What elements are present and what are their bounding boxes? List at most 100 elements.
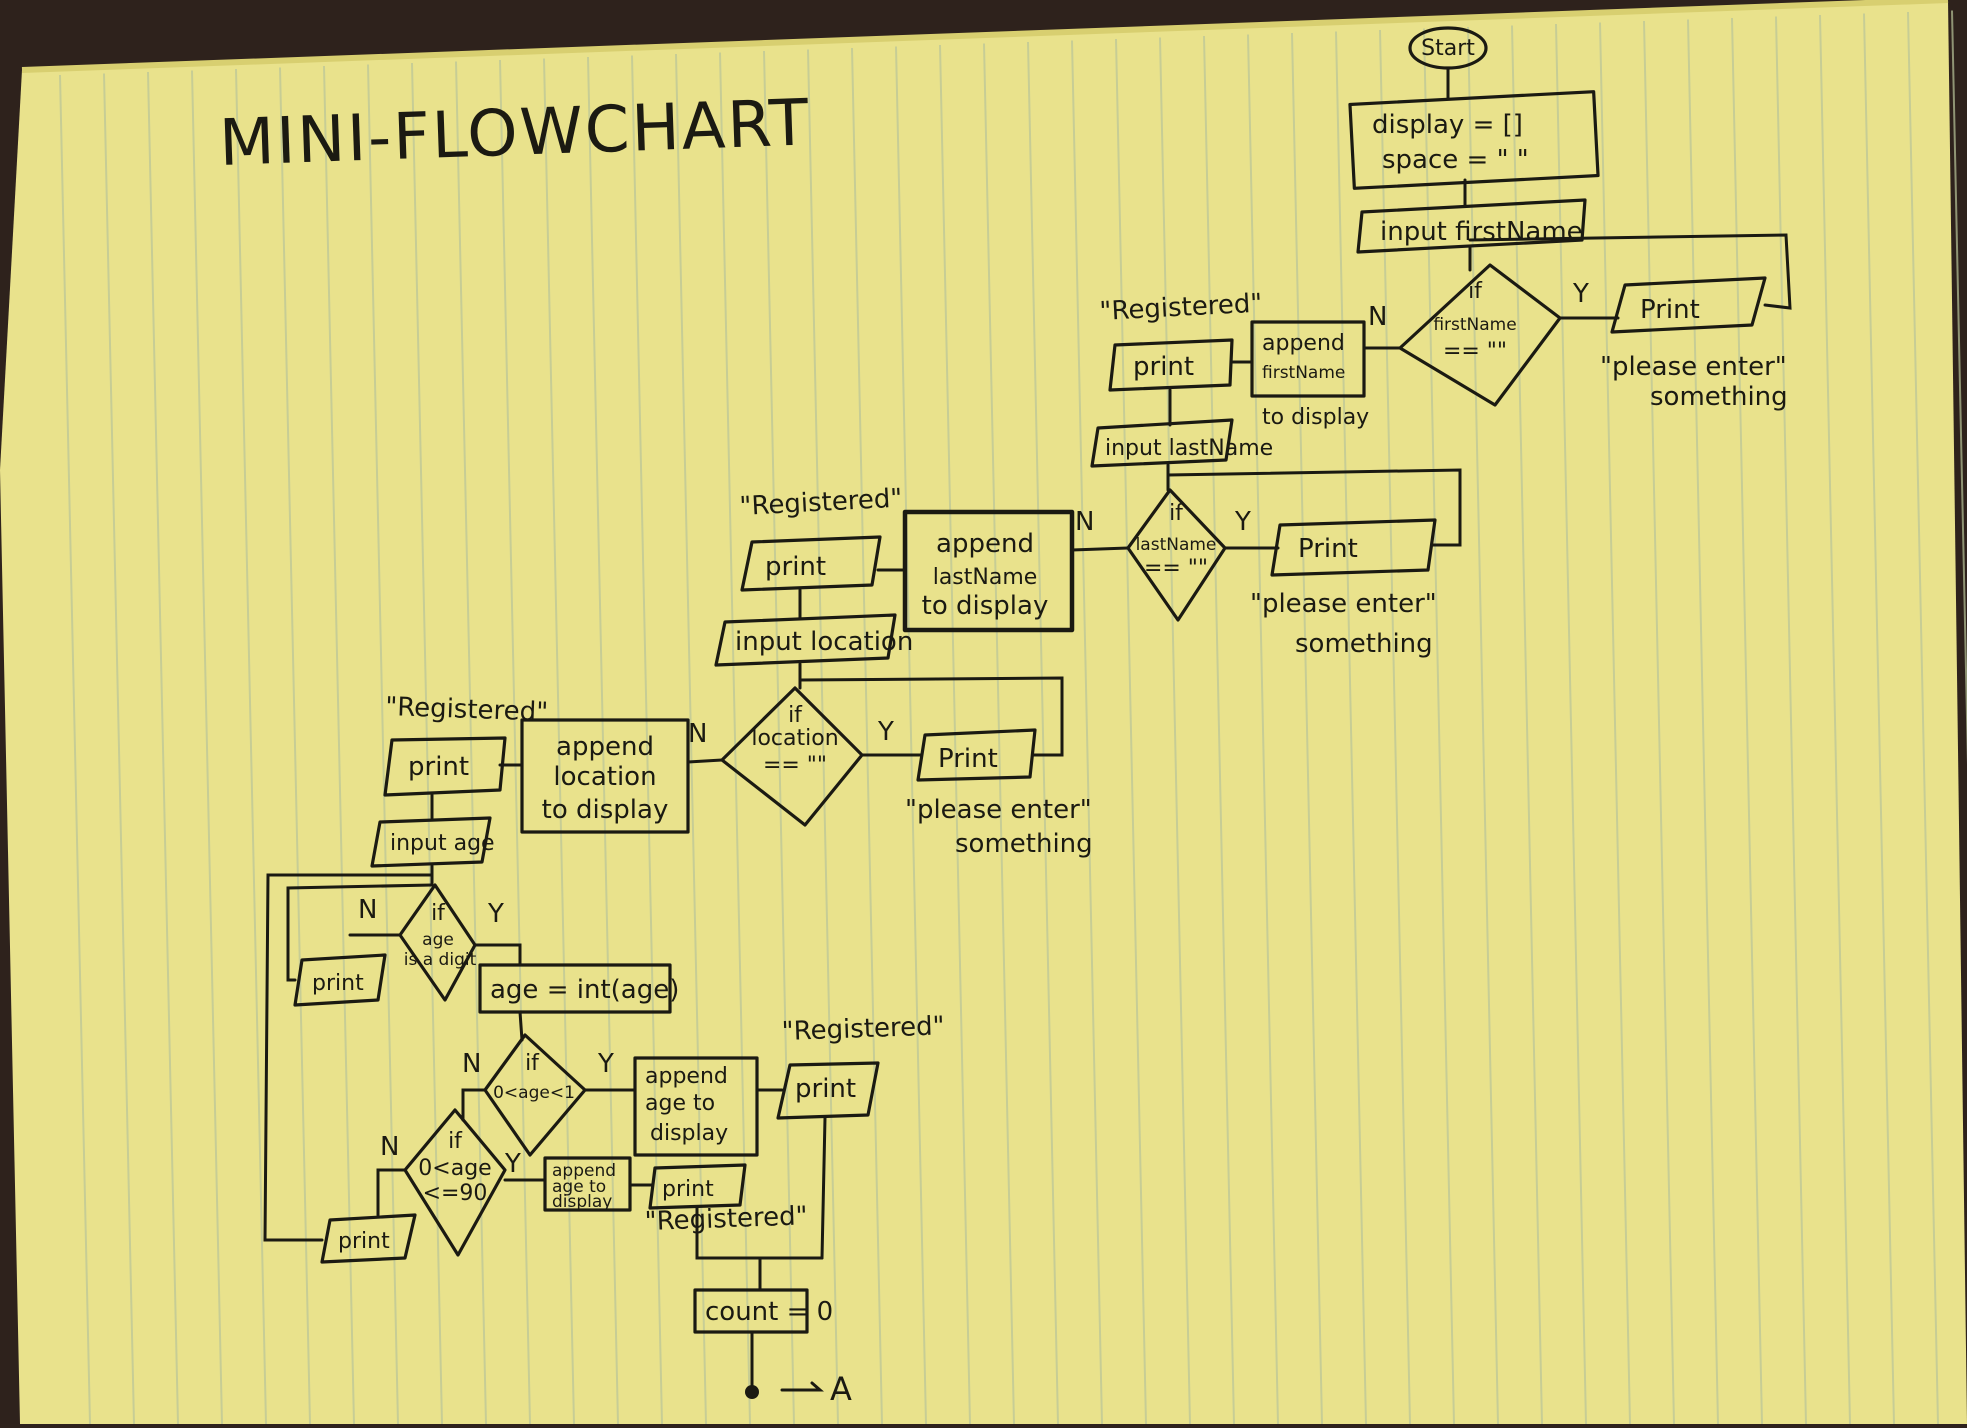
paper-rule-line	[1819, 14, 1851, 1425]
print-registered-5: print	[648, 1163, 747, 1210]
paper-rule-line	[1423, 28, 1455, 1425]
svg-text:input lastName: input lastName	[1105, 436, 1273, 461]
annotation-registered: "Registered"	[781, 1011, 945, 1047]
paper-rule-line	[191, 70, 223, 1425]
edge-label-no: N	[1368, 302, 1387, 332]
append-age-box-1: append age to display	[633, 1056, 759, 1157]
paper-rule-line	[411, 62, 443, 1425]
if-location-decision: if location == ""	[720, 686, 864, 827]
annotation-to-display: to display	[1262, 405, 1369, 430]
if-age-range-1-decision: if 0<age<1	[483, 1033, 587, 1157]
svg-text:lastName: lastName	[1136, 535, 1217, 555]
paper-rule-line	[543, 58, 575, 1425]
edge	[518, 1010, 524, 1042]
svg-text:Print: Print	[938, 744, 998, 774]
init-process-box: display = [] space = " "	[1348, 90, 1600, 190]
append-location-box: append location to display	[520, 718, 690, 834]
annotation-something: something	[955, 829, 1093, 859]
svg-text:firstName: firstName	[1262, 363, 1345, 383]
svg-text:input age: input age	[390, 831, 495, 856]
paper-rule-line	[367, 64, 399, 1425]
edge-label-no: N	[358, 895, 377, 925]
svg-text:0<age: 0<age	[418, 1156, 491, 1181]
paper-edge	[21, 0, 1949, 73]
svg-text:print: print	[408, 752, 469, 782]
svg-text:<=90: <=90	[423, 1181, 488, 1206]
svg-text:if: if	[525, 1051, 540, 1076]
paper-rule-line	[675, 53, 707, 1425]
append-lastname-box: append lastName to display	[902, 509, 1075, 633]
input-firstname-box: input firstName	[1356, 198, 1587, 254]
edge	[686, 758, 724, 764]
paper-rule-line	[1115, 38, 1147, 1425]
svg-text:if: if	[448, 1129, 463, 1154]
input-lastname-box: input lastName	[1090, 418, 1273, 468]
svg-text:if: if	[788, 703, 803, 728]
svg-text:== "": == ""	[763, 753, 827, 778]
print-registered-3: print	[383, 736, 507, 797]
paper-rule-line	[851, 47, 883, 1425]
edge	[1070, 546, 1130, 552]
edge-label-yes: Y	[597, 1049, 614, 1079]
paper-rule-line	[1071, 40, 1103, 1425]
if-firstname-decision: if firstName == ""	[1398, 263, 1562, 407]
print-registered-4: print	[776, 1061, 880, 1120]
paper-rule-line	[455, 61, 487, 1425]
print-invalid-age: print	[320, 1213, 417, 1264]
annotation-something: something	[1650, 382, 1788, 412]
svg-text:0<age<1: 0<age<1	[493, 1083, 575, 1103]
paper-rule-line	[895, 46, 927, 1425]
paper-rule-line	[983, 43, 1015, 1425]
loop-edge	[263, 873, 434, 1242]
edge-label-no: N	[462, 1049, 481, 1079]
paper-rule-line	[1291, 32, 1323, 1425]
paper-rule-line	[1687, 19, 1719, 1425]
loop-edge	[1468, 233, 1792, 310]
paper-rule-line	[59, 74, 91, 1425]
input-location-box: input location	[714, 613, 913, 667]
edge-label-no: N	[688, 719, 707, 749]
edge-label-yes: Y	[1234, 507, 1251, 537]
paper-rule-line	[1555, 23, 1587, 1425]
svg-text:if: if	[431, 901, 446, 926]
print-invalid-digit: print	[293, 953, 387, 1007]
paper-rule-line	[587, 56, 619, 1425]
print-registered-2: print	[740, 535, 882, 592]
edge	[695, 1206, 824, 1260]
print-please-enter-location: Print	[916, 728, 1037, 782]
annotation-something: something	[1295, 629, 1433, 659]
annotation-please-enter: "please enter"	[1600, 352, 1787, 382]
svg-text:input location: input location	[735, 627, 913, 657]
svg-text:if: if	[1169, 501, 1184, 526]
paper-rule-line	[719, 52, 751, 1425]
paper-rule-line	[1511, 25, 1543, 1425]
edge-label-yes: Y	[504, 1149, 521, 1179]
edge	[820, 1116, 827, 1260]
paper-rule-line	[499, 59, 531, 1425]
paper-rule-line	[631, 55, 663, 1425]
paper-rule-line	[1731, 17, 1763, 1425]
paper-rule-line	[1775, 16, 1807, 1425]
start-terminal: Start	[1408, 26, 1488, 70]
svg-text:display: display	[552, 1192, 612, 1212]
svg-text:age: age	[422, 930, 454, 950]
count-process-box: count = 0	[693, 1288, 833, 1334]
paper-rule-line	[235, 68, 267, 1425]
svg-text:age = int(age): age = int(age)	[490, 975, 679, 1005]
svg-text:is a digit: is a digit	[404, 950, 477, 970]
svg-text:== "": == ""	[1144, 556, 1208, 581]
paper-rule-line	[103, 73, 135, 1425]
svg-text:append: append	[552, 1161, 616, 1181]
svg-text:print: print	[662, 1177, 714, 1202]
paper-rule-line	[1159, 37, 1191, 1425]
svg-text:input firstName: input firstName	[1380, 217, 1583, 247]
edge-label-yes: Y	[1572, 279, 1589, 309]
svg-text:space = " ": space = " "	[1382, 145, 1529, 175]
edge	[376, 1168, 407, 1217]
annotation-please-enter: "please enter"	[905, 795, 1092, 825]
print-please-enter-lastname: Print	[1270, 518, 1437, 577]
svg-text:Print: Print	[1640, 295, 1700, 325]
print-please-enter-firstname: Print	[1610, 276, 1767, 334]
